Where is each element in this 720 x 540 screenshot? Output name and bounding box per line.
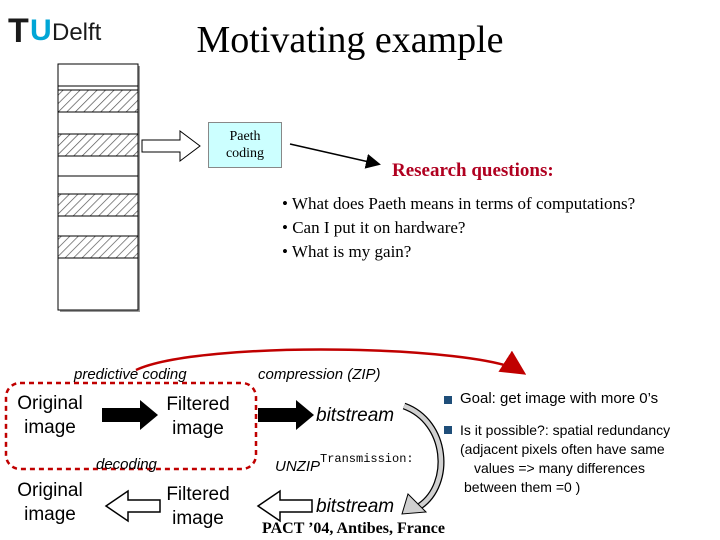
- logo-letter-u: U: [30, 14, 52, 47]
- original-bottom-line1: Original: [17, 480, 83, 501]
- image-row: [57, 63, 139, 87]
- goal-text: Goal: get image with more 0’s: [460, 390, 659, 407]
- logo-word: Delft: [52, 19, 102, 46]
- research-questions-list: • What does Paeth means in terms of comp…: [282, 192, 635, 264]
- predictive-coding-label: predictive coding: [74, 366, 187, 383]
- bitstream-bottom: bitstream: [316, 496, 395, 517]
- filtered-top-line2: image: [172, 418, 224, 439]
- question-item: • Can I put it on hardware?: [282, 218, 466, 237]
- square-bullet-icon: [444, 426, 452, 434]
- original-image-top: Original image: [10, 392, 90, 440]
- transmission-arrow: [401, 493, 428, 515]
- filtered-top-line1: Filtered: [166, 394, 230, 415]
- paeth-coding-box: Paeth coding: [208, 122, 282, 168]
- curved-red-arrow: [135, 348, 527, 375]
- original-top-line1: Original: [17, 393, 83, 414]
- goal-text-line: values => many differences: [474, 460, 645, 476]
- square-bullet-icon: [444, 396, 452, 404]
- question-item: • What is my gain?: [282, 242, 412, 261]
- filtered-image-top: Filtered image: [160, 393, 236, 441]
- left-hollow-arrow-2: [256, 489, 313, 523]
- decoding-label: decoding: [96, 456, 157, 473]
- original-top-line2: image: [24, 417, 76, 438]
- image-rows-stack: [57, 63, 140, 312]
- goal-text-line: between them =0 ): [464, 479, 581, 495]
- goal-item: Is it possible?: spatial redundancy (adj…: [444, 421, 720, 497]
- arrow-to-questions: [289, 143, 381, 169]
- image-row: [57, 111, 139, 135]
- image-row: [57, 133, 139, 157]
- slide-title: Motivating example: [196, 19, 504, 61]
- image-row: [57, 235, 139, 259]
- compression-label: compression (ZIP): [258, 366, 381, 383]
- right-thick-arrow-2: [258, 400, 314, 430]
- image-row: [57, 215, 139, 237]
- image-row: [57, 193, 139, 217]
- original-bottom-line2: image: [24, 504, 76, 525]
- paeth-line2: coding: [225, 146, 265, 161]
- bitstream-top: bitstream: [316, 405, 395, 426]
- image-row: [57, 89, 139, 113]
- goal-bullet-list: Goal: get image with more 0’s Is it poss…: [444, 390, 720, 497]
- unzip-label: UNZIP: [275, 458, 320, 475]
- filtered-bottom-line1: Filtered: [166, 484, 230, 505]
- paeth-line1: Paeth: [229, 129, 261, 144]
- filtered-image-bottom: Filtered image: [160, 483, 236, 531]
- left-hollow-arrow-1: [104, 489, 161, 523]
- transmission-label: Transmission:: [320, 452, 414, 466]
- right-thick-arrow-1: [102, 400, 158, 430]
- logo-letter-t: T: [8, 12, 29, 50]
- question-item: • What does Paeth means in terms of comp…: [282, 194, 636, 213]
- original-image-bottom: Original image: [10, 479, 90, 527]
- goal-item: Goal: get image with more 0’s: [444, 390, 720, 407]
- tudelft-logo: T U Delft: [8, 14, 118, 54]
- highlight-dashed-box: [4, 381, 258, 471]
- goal-text-line: Is it possible?: spatial redundancy: [460, 422, 671, 438]
- hollow-right-arrow: [141, 130, 201, 162]
- goal-text-line: (adjacent pixels often have same: [460, 441, 665, 457]
- image-row: [57, 155, 139, 177]
- footer-conference: PACT ’04, Antibes, France: [262, 520, 445, 537]
- filtered-bottom-line2: image: [172, 508, 224, 529]
- research-questions-heading: Research questions:: [392, 160, 554, 181]
